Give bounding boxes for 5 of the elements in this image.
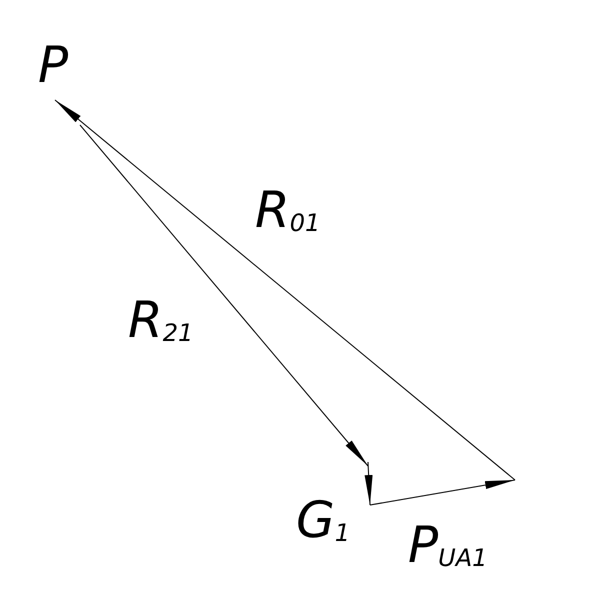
force-label: G$_{1}$ <box>296 495 350 545</box>
vector-label: R$_{01}$ <box>255 185 320 235</box>
vector-label: P$_{UA1}$ <box>408 520 488 570</box>
vector-label: R$_{21}$ <box>128 295 194 345</box>
force-label: P <box>38 40 68 90</box>
